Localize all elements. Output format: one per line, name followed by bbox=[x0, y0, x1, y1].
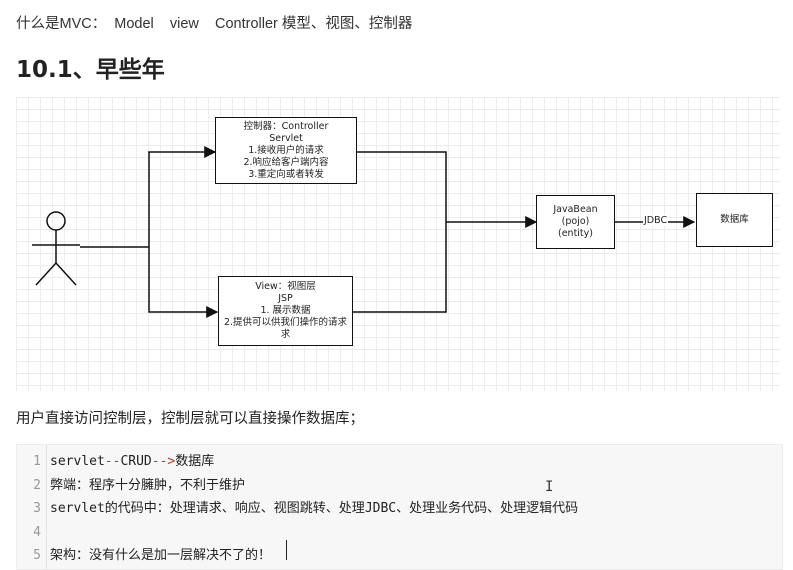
code-line[interactable]: 4 bbox=[17, 522, 41, 544]
controller-line-3: 1.接收用户的请求 bbox=[248, 144, 324, 156]
view-line-1: View：视图层 bbox=[255, 281, 316, 292]
connector-view-javabean bbox=[352, 222, 447, 313]
user-actor-icon bbox=[32, 211, 80, 286]
text-cursor-icon: I bbox=[545, 479, 554, 495]
database-label: 数据库 bbox=[720, 214, 749, 225]
code-token: 弊端：程序十分臃肿，不利于维护 bbox=[50, 477, 246, 493]
text-caret bbox=[286, 540, 287, 560]
code-line[interactable]: 1 servlet--CRUD-->数据库 bbox=[17, 451, 214, 473]
connector-controller-javabean bbox=[357, 151, 538, 228]
controller-line-5: 3.重定向或者转发 bbox=[248, 168, 324, 180]
code-line[interactable]: 2 弊端：程序十分臃肿，不利于维护 bbox=[17, 475, 245, 497]
controller-line-2: Servlet bbox=[269, 132, 303, 144]
code-line-text: servlet的代码中：处理请求、响应、视图跳转、处理JDBC、处理业务代码、处… bbox=[50, 498, 578, 520]
code-token: 的代码中：处理请求、响应、视图跳转、处理 bbox=[104, 501, 365, 516]
controller-line-1: 控制器：Controller bbox=[243, 120, 329, 132]
code-token: servlet bbox=[50, 454, 105, 469]
connector-to-controller bbox=[148, 146, 217, 247]
connector-to-view bbox=[148, 247, 219, 318]
code-line[interactable]: 5 架构：没有什么是加一层解决不了的！ bbox=[17, 545, 271, 567]
controller-box: 控制器：Controller Servlet 1.接收用户的请求 2.响应给客户… bbox=[215, 117, 357, 184]
code-line-text: 架构：没有什么是加一层解决不了的！ bbox=[50, 545, 271, 567]
javabean-line-3: (entity) bbox=[558, 228, 593, 239]
code-line-text: servlet--CRUD-->数据库 bbox=[50, 451, 214, 473]
summary-text: 用户直接访问控制层，控制层就可以直接操作数据库； bbox=[16, 411, 364, 427]
javabean-line-2: (pojo) bbox=[561, 216, 590, 227]
view-box: View：视图层 JSP 1. 展示数据 2.提供可以供我们操作的请求 求 bbox=[218, 276, 353, 346]
code-token: --> bbox=[151, 454, 176, 469]
intro-text: 什么是MVC： Model view Controller 模型、视图、控制器 bbox=[16, 16, 413, 32]
database-box: 数据库 bbox=[696, 193, 773, 247]
line-number: 5 bbox=[33, 548, 41, 563]
line-number: 4 bbox=[33, 524, 41, 540]
diagram-connectors bbox=[32, 146, 696, 318]
code-token: CRUD bbox=[120, 454, 152, 469]
code-line[interactable]: 3 servlet的代码中：处理请求、响应、视图跳转、处理JDBC、处理业务代码、… bbox=[17, 498, 578, 520]
jdbc-label: JDBC bbox=[643, 215, 669, 226]
line-number: 1 bbox=[33, 454, 41, 469]
section-heading: 10.1、早些年 bbox=[16, 57, 165, 83]
line-number: 2 bbox=[33, 477, 41, 493]
view-line-5: 求 bbox=[280, 329, 291, 340]
code-token: -- bbox=[104, 454, 121, 469]
view-line-2: JSP bbox=[278, 293, 293, 304]
view-line-4: 2.提供可以供我们操作的请求 bbox=[223, 317, 348, 328]
javabean-box: JavaBean (pojo) (entity) bbox=[536, 195, 615, 249]
code-token: 数据库 bbox=[175, 454, 215, 469]
javabean-line-1: JavaBean bbox=[553, 204, 598, 215]
view-line-3: 1. 展示数据 bbox=[260, 305, 311, 316]
code-gutter-divider bbox=[46, 445, 47, 569]
code-token: 、处理业务代码、处理逻辑代码 bbox=[396, 501, 579, 516]
code-token: JDBC bbox=[364, 501, 397, 516]
code-token: servlet bbox=[50, 501, 105, 516]
mvc-early-diagram: 控制器：Controller Servlet 1.接收用户的请求 2.响应给客户… bbox=[16, 97, 780, 391]
code-line-text: 弊端：程序十分臃肿，不利于维护 bbox=[50, 475, 245, 497]
controller-line-4: 2.响应给客户端内容 bbox=[243, 156, 329, 168]
code-token: 架构：没有什么是加一层解决不了的！ bbox=[50, 548, 272, 563]
line-number: 3 bbox=[33, 501, 41, 516]
